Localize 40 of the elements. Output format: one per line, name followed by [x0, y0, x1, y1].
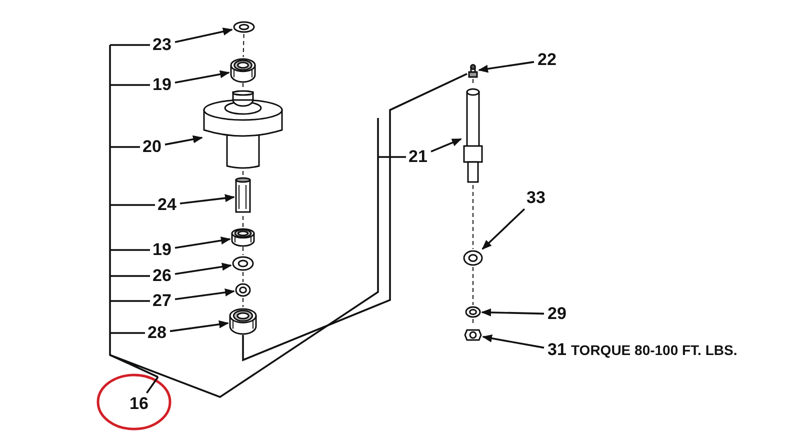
center-line	[242, 82, 244, 90]
leader-line	[430, 138, 462, 152]
leader-line	[174, 70, 230, 84]
callout-number: 19	[150, 75, 174, 95]
leader-line	[170, 320, 229, 332]
leader-line	[478, 61, 534, 73]
center-line	[242, 216, 244, 228]
callout-number: 20	[140, 137, 164, 157]
leader-line	[174, 262, 232, 275]
leader-line	[180, 194, 235, 204]
leader-line	[174, 28, 233, 44]
callout-number: 28	[145, 323, 169, 343]
leader-line	[482, 334, 544, 349]
callout-number: 31	[545, 340, 569, 360]
leader-line	[174, 236, 231, 249]
leader-line	[146, 376, 159, 394]
center-line	[242, 34, 244, 58]
center-line	[472, 78, 474, 84]
callout-number: 29	[545, 304, 569, 324]
center-line	[242, 298, 244, 308]
center-line	[242, 272, 244, 282]
callout-number: 23	[150, 35, 174, 55]
callout-number: 16	[127, 394, 151, 414]
leader-line	[481, 308, 544, 316]
center-line	[242, 170, 244, 176]
center-line	[242, 246, 244, 256]
center-line	[472, 184, 474, 250]
leader-line	[164, 135, 203, 146]
callout-number: 33	[524, 188, 548, 208]
callout-number: 27	[150, 291, 174, 311]
leader-line	[174, 288, 235, 300]
torque-note: TORQUE 80-100 FT. LBS.	[571, 341, 738, 359]
leader-line	[482, 208, 526, 250]
callout-number: 24	[155, 195, 179, 215]
assembly-line	[242, 73, 468, 362]
callout-number: 21	[406, 147, 430, 167]
callout-number: 19	[150, 240, 174, 260]
callout-number: 22	[535, 50, 559, 70]
callout-number: 26	[150, 266, 174, 286]
center-line	[472, 266, 474, 306]
